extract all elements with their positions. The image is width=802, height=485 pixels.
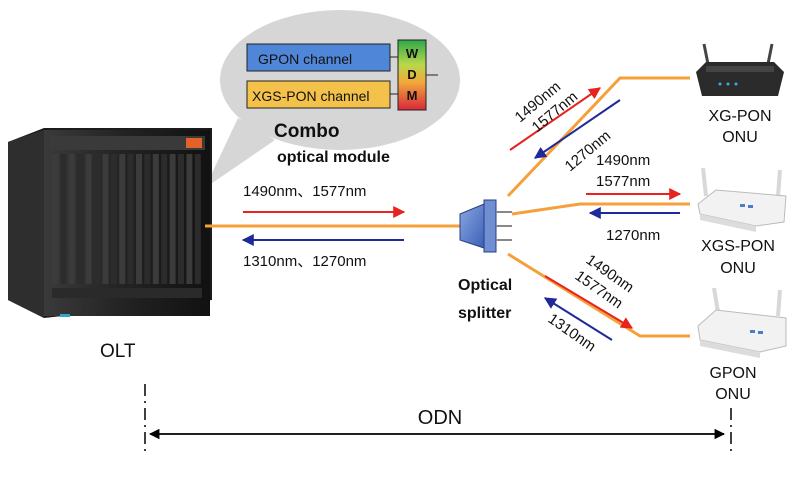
top-upstream-arrow bbox=[534, 99, 621, 159]
optical-splitter bbox=[459, 199, 512, 253]
middle-down-label-2: 1577nm bbox=[596, 173, 650, 190]
olt-upstream-label: 1310nm、1270nm bbox=[243, 253, 366, 270]
wdm-letter-m: M bbox=[407, 88, 418, 103]
bottom-upstream-arrow bbox=[543, 297, 613, 341]
gpon-onu-line1: GPON bbox=[709, 365, 756, 382]
top-downstream-arrow bbox=[509, 87, 601, 151]
wdm-letter-d: D bbox=[407, 67, 416, 82]
olt-downstream-label: 1490nm、1577nm bbox=[243, 183, 366, 200]
gpon-onu-line2: ONU bbox=[715, 386, 751, 403]
bottom-up-label: 1310nm bbox=[545, 310, 599, 355]
olt-card-slot bbox=[102, 154, 109, 284]
xgs-channel-label: XGS-PON channel bbox=[252, 88, 370, 104]
olt-card-slot bbox=[136, 154, 142, 284]
xgs-pon-onu-device bbox=[697, 167, 787, 232]
olt-card-slot bbox=[161, 154, 168, 284]
olt-card-slot bbox=[68, 154, 75, 284]
bottom-downstream-arrow bbox=[544, 275, 634, 329]
middle-down-label-1: 1490nm bbox=[596, 152, 650, 169]
olt-card-slot bbox=[144, 154, 151, 284]
olt-card-slot bbox=[77, 154, 84, 284]
olt-card-slot bbox=[52, 154, 58, 284]
wdm-block bbox=[397, 39, 427, 111]
olt-chassis bbox=[8, 128, 212, 318]
olt-card-slot bbox=[85, 154, 92, 284]
olt-card-slot bbox=[60, 154, 67, 284]
splitter-label-line1: Optical bbox=[458, 277, 512, 294]
olt-card-slot bbox=[94, 154, 100, 284]
olt-card-slot bbox=[110, 154, 117, 284]
olt-card-slot bbox=[152, 154, 159, 284]
middle-up-label: 1270nm bbox=[606, 227, 660, 244]
olt-card-slot bbox=[119, 154, 126, 284]
branch-fiber-middle bbox=[511, 202, 690, 216]
xg-pon-onu-line2: ONU bbox=[722, 129, 758, 146]
optical-module-title: optical module bbox=[277, 149, 390, 166]
combo-title: Combo bbox=[274, 121, 339, 142]
combo-module-bubble: GPON channel XGS-PON channel W D M Combo… bbox=[205, 10, 460, 188]
olt-card-slot bbox=[194, 154, 201, 284]
xg-pon-onu-line1: XG-PON bbox=[708, 108, 771, 125]
xgs-pon-onu-line1: XGS-PON bbox=[701, 238, 775, 255]
odn-label: ODN bbox=[418, 407, 462, 429]
xgs-pon-onu-line2: ONU bbox=[720, 260, 756, 277]
gpon-onu-device bbox=[697, 287, 787, 358]
olt-card-slot bbox=[178, 154, 184, 284]
olt-card-slot bbox=[127, 154, 134, 284]
olt-card-slot bbox=[186, 154, 193, 284]
splitter-label-line2: splitter bbox=[458, 305, 511, 322]
wdm-letter-w: W bbox=[406, 46, 419, 61]
olt-label: OLT bbox=[100, 341, 136, 362]
gpon-channel-label: GPON channel bbox=[258, 51, 352, 67]
xgs-channel-box bbox=[246, 80, 391, 109]
olt-card-slot bbox=[169, 154, 176, 284]
xg-pon-onu-device bbox=[696, 43, 784, 96]
